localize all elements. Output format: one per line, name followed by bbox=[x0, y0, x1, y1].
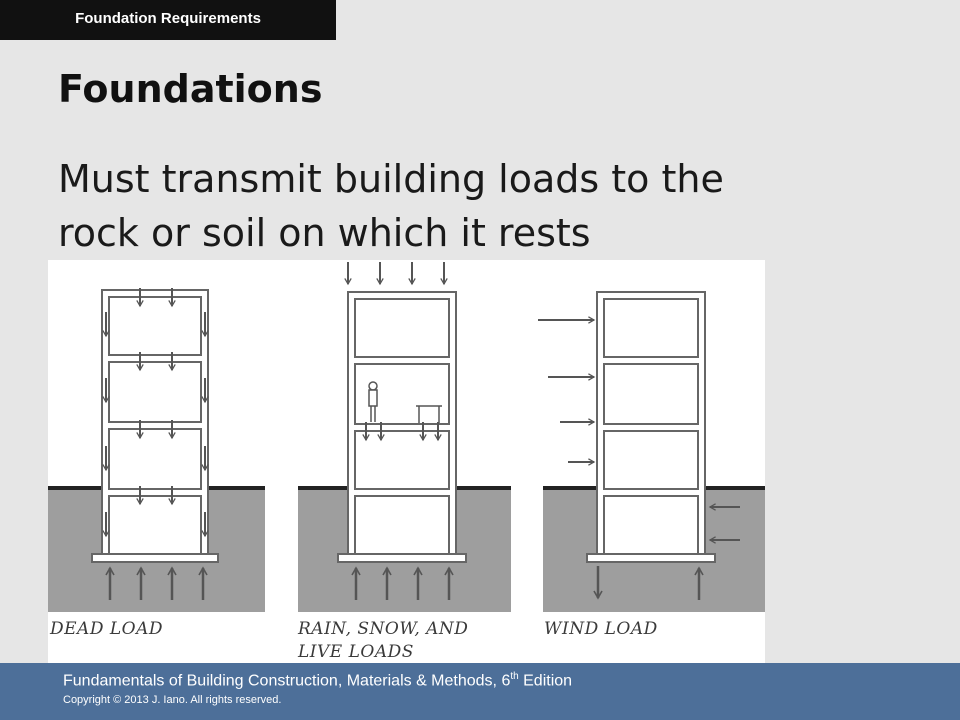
occupant-figure bbox=[368, 381, 378, 422]
body-line-2: rock or soil on which it rests bbox=[58, 211, 591, 255]
dead-load-arrows bbox=[102, 288, 209, 538]
wind-arrows bbox=[538, 316, 596, 466]
loads-diagram: DEAD LOAD bbox=[48, 260, 765, 665]
building-frame bbox=[586, 291, 716, 563]
reaction-arrows bbox=[105, 566, 208, 600]
wind-load-label: WIND LOAD bbox=[544, 619, 658, 639]
snow-load-arrows bbox=[344, 262, 448, 286]
building-frame bbox=[337, 291, 467, 563]
live-load-panel: RAIN, SNOW, AND LIVE LOADS bbox=[297, 262, 511, 662]
table-figure bbox=[416, 405, 442, 423]
soil-pressure-arrows bbox=[708, 503, 740, 544]
reaction-arrows bbox=[351, 566, 454, 600]
dead-load-panel: DEAD LOAD bbox=[48, 288, 265, 639]
section-tab: Foundation Requirements bbox=[0, 0, 336, 40]
live-load-label-1: RAIN, SNOW, AND bbox=[297, 619, 468, 639]
dead-load-label: DEAD LOAD bbox=[49, 619, 163, 639]
footer-bar: Fundamentals of Building Construction, M… bbox=[0, 663, 960, 720]
footer-copyright: Copyright © 2013 J. Iano. All rights res… bbox=[63, 694, 282, 706]
live-load-arrows bbox=[362, 422, 442, 442]
live-load-label-2: LIVE LOADS bbox=[297, 642, 414, 662]
reaction-arrows bbox=[593, 566, 704, 600]
body-line-1: Must transmit building loads to the bbox=[58, 157, 724, 201]
wind-load-panel: WIND LOAD bbox=[538, 291, 765, 639]
building-frame bbox=[91, 289, 219, 563]
slide-title: Foundations bbox=[58, 67, 323, 111]
slide-body-text: Must transmit building loads to the rock… bbox=[58, 152, 918, 260]
footer-book-title: Fundamentals of Building Construction, M… bbox=[63, 671, 573, 690]
